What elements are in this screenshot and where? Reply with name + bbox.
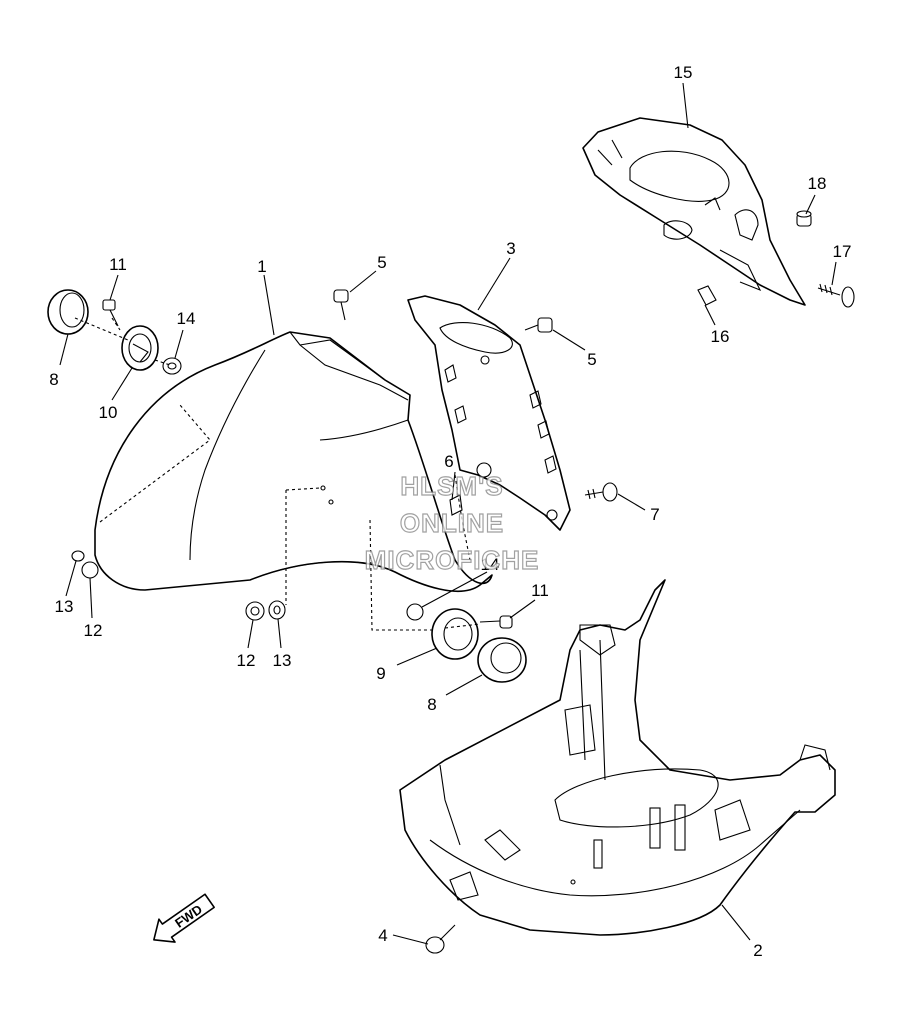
callout-12-lower: 12 <box>237 651 256 670</box>
part-11-bolt-lower <box>479 615 513 629</box>
callout-16: 16 <box>711 327 730 346</box>
callout-14-left: 14 <box>177 309 196 328</box>
part-10-bracket <box>121 325 159 371</box>
part-17-screw <box>817 283 855 308</box>
part-11-bolt-left <box>102 299 119 327</box>
part-12-nut-lower <box>245 601 265 621</box>
part-2-lower-cover <box>399 579 836 936</box>
callout-4: 4 <box>378 926 387 945</box>
part-3-inner-panel <box>407 295 571 531</box>
watermark: HLSM'S ONLINE MICROFICHE <box>364 470 540 575</box>
watermark-line-2: ONLINE <box>400 508 504 538</box>
callout-10: 10 <box>99 403 118 422</box>
fwd-direction-arrow: FWD <box>153 893 215 943</box>
part-7-screw <box>584 482 618 502</box>
callout-5-upper: 5 <box>377 253 386 272</box>
part-12-nut-left <box>81 561 99 579</box>
callout-9: 9 <box>376 664 385 683</box>
callout-8-left: 8 <box>49 370 58 389</box>
part-5-bolt-right <box>524 317 553 333</box>
part-16-clip-nut <box>697 285 717 306</box>
callout-17: 17 <box>833 242 852 261</box>
part-1-front-cover <box>94 331 493 593</box>
part-8-cap-lower <box>477 637 527 683</box>
assembly-line-left <box>74 317 171 366</box>
part-14-nut-lower <box>406 603 424 621</box>
callout-11-lower: 11 <box>531 581 549 600</box>
callout-3: 3 <box>506 239 515 258</box>
callout-1: 1 <box>257 257 266 276</box>
callout-14-lower: 14 <box>481 555 500 574</box>
assembly-line-right <box>454 474 471 561</box>
part-13-washer-left <box>71 550 85 562</box>
callout-6: 6 <box>444 452 453 471</box>
part-5-bolt-upper <box>333 289 349 321</box>
callout-2: 2 <box>753 941 762 960</box>
leader-lines <box>59 82 837 945</box>
part-13-washer-lower <box>268 600 286 620</box>
callout-15: 15 <box>674 63 693 82</box>
part-15-upper-cover <box>582 117 806 306</box>
callout-8-lower: 8 <box>427 695 436 714</box>
callout-18: 18 <box>808 174 827 193</box>
part-18-grommet <box>796 210 812 227</box>
callout-7: 7 <box>650 505 659 524</box>
watermark-line-3: MICROFICHE <box>365 545 540 575</box>
part-4-bolt <box>425 924 456 954</box>
part-14-nut-left <box>162 357 182 375</box>
part-8-cap-left <box>47 289 89 335</box>
callout-13-left: 13 <box>55 597 74 616</box>
part-6-clip <box>449 462 492 516</box>
part-9-bracket <box>431 608 479 660</box>
watermark-line-1: HLSM'S <box>400 471 503 501</box>
callout-5-right: 5 <box>587 350 596 369</box>
callout-11-left: 11 <box>109 255 127 274</box>
callout-13-lower: 13 <box>273 651 292 670</box>
callout-12-left: 12 <box>84 621 103 640</box>
